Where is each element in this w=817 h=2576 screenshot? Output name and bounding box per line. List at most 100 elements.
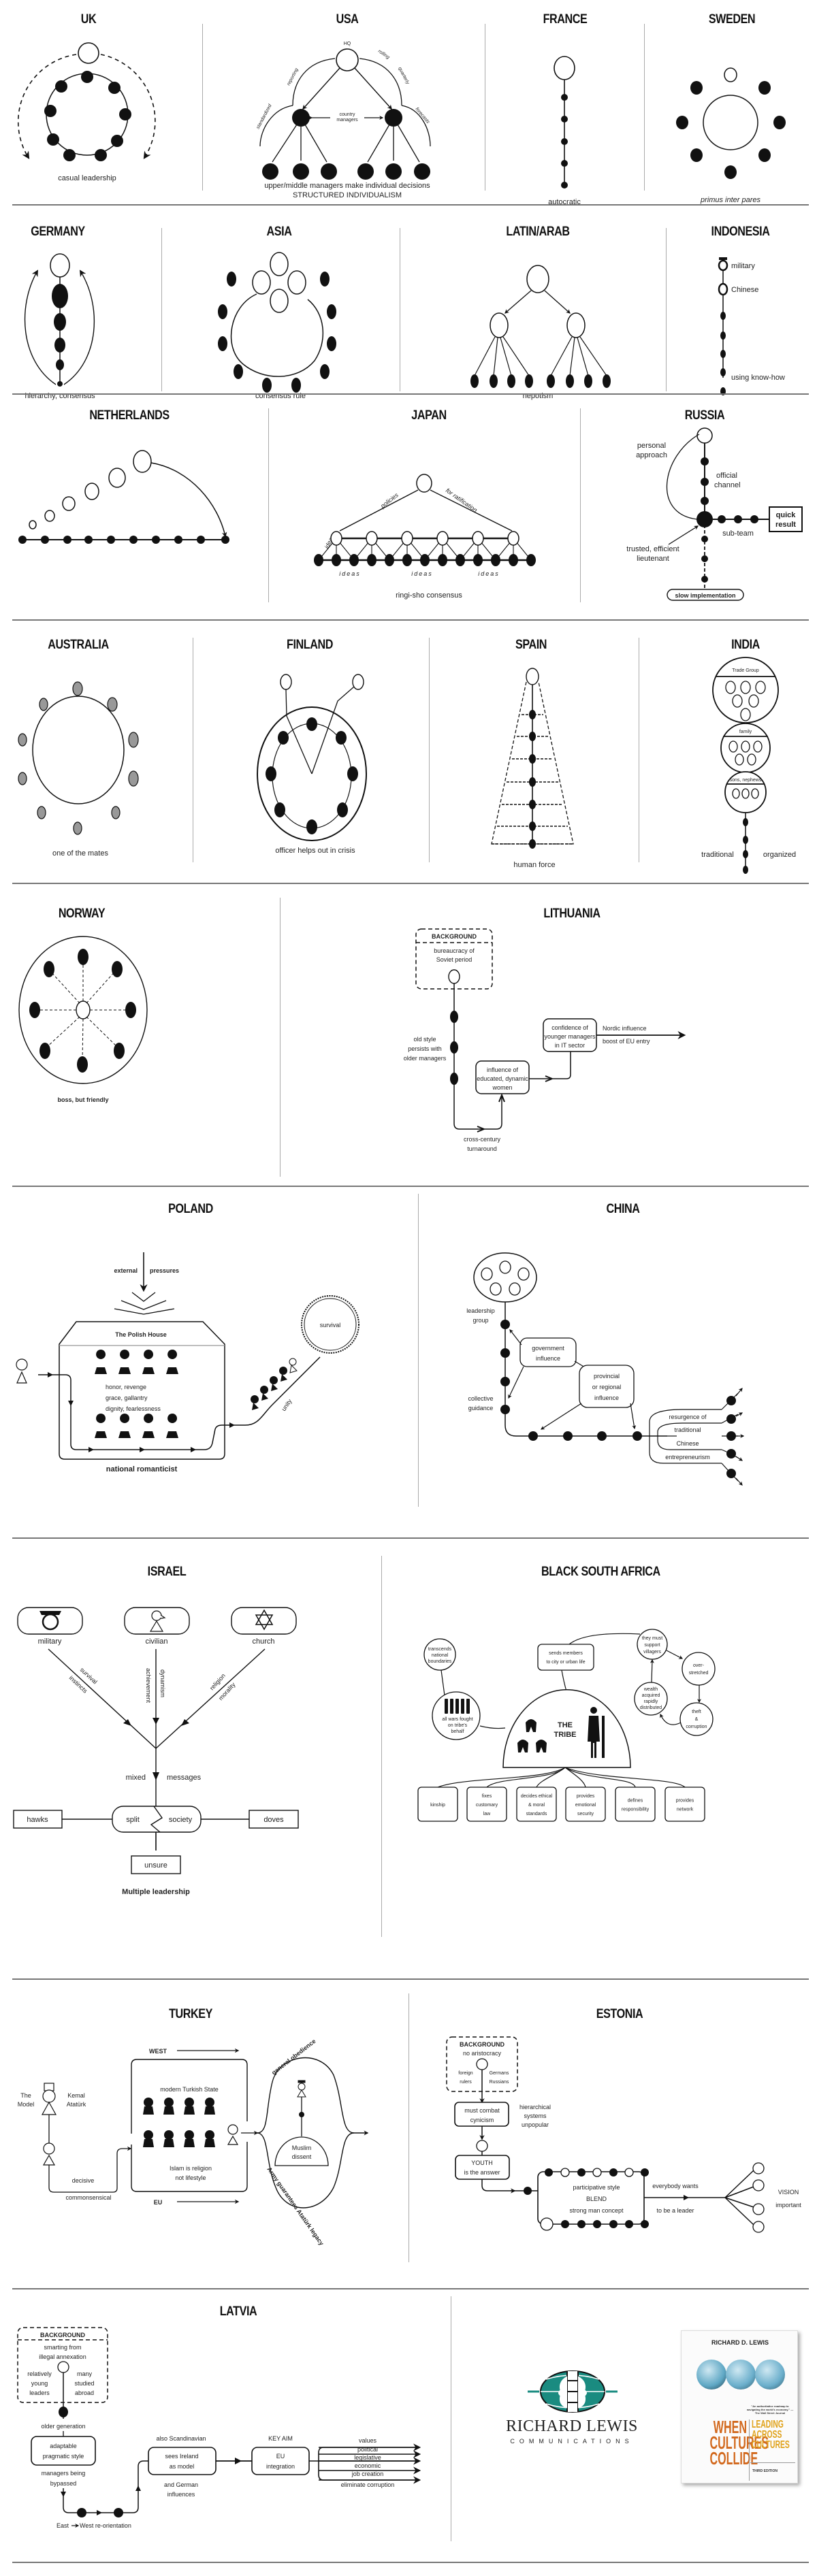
row-9: LATVIA BACKGROUND smarting from illegal … <box>0 2289 817 2575</box>
person-icon <box>42 2142 56 2166</box>
svg-text:influence: influence <box>594 1395 619 1401</box>
svg-text:older managers: older managers <box>404 1055 447 1062</box>
svg-text:rolling: rolling <box>377 49 390 61</box>
divider <box>408 1993 409 2262</box>
section-divider <box>12 393 809 395</box>
spain-title: SPAIN <box>515 638 547 652</box>
logo-name: RICHARD LEWIS <box>506 2417 638 2435</box>
svg-text:participative style: participative style <box>573 2184 620 2191</box>
turkey-diagram: The Model Kemal Atatürk decisive commons… <box>18 2038 369 2247</box>
svg-text:sons, nephews: sons, nephews <box>730 778 762 783</box>
svg-text:quick: quick <box>776 511 797 519</box>
tribe-function-label: emotional <box>575 1803 596 1808</box>
svg-text:Chinese: Chinese <box>731 286 758 294</box>
svg-text:managers being: managers being <box>42 2470 86 2477</box>
book-quote: "An authoritative roadmap to navigating … <box>746 2404 794 2415</box>
divider <box>268 408 269 602</box>
section-divider <box>12 204 809 206</box>
uk-diagram: casual leadership <box>17 42 156 182</box>
outcome-label: values <box>359 2437 377 2444</box>
svg-text:society: society <box>169 1816 193 1824</box>
svg-text:guidance: guidance <box>468 1405 494 1412</box>
svg-text:The: The <box>20 2092 31 2099</box>
tribe-function-label: decides ethical <box>521 1794 553 1799</box>
svg-text:everybody wants: everybody wants <box>652 2183 699 2189</box>
svg-text:women: women <box>492 1084 512 1091</box>
svg-text:BACKGROUND: BACKGROUND <box>460 2041 504 2048</box>
svg-text:honor, revenge: honor, revenge <box>106 1384 146 1390</box>
svg-text:&: & <box>695 1717 699 1722</box>
svg-text:as model: as model <box>170 2463 195 2470</box>
bsa-diagram: transcends national boundaries all wars … <box>417 1629 716 1822</box>
adaptable-style-box <box>31 2436 96 2466</box>
section-divider <box>12 619 809 621</box>
usa-title: USA <box>336 12 359 27</box>
svg-text:educated, dynamic: educated, dynamic <box>477 1075 528 1082</box>
svg-text:resurgence of: resurgence of <box>669 1414 707 1420</box>
svg-text:influence of: influence of <box>487 1066 519 1073</box>
tribe-function-label: responsibility <box>622 1808 650 1812</box>
usa-caption: upper/middle managers make individual de… <box>264 182 430 190</box>
lithuania-diagram: BACKGROUND bureaucracy of Soviet period … <box>404 928 686 1152</box>
row-4: AUSTRALIA one of the mates FINLAND offic… <box>0 621 817 879</box>
svg-text:stretched: stretched <box>689 1671 709 1676</box>
svg-text:turnaround: turnaround <box>467 1145 497 1152</box>
poland-caption: national romanticist <box>106 1465 178 1473</box>
indonesia-title: INDONESIA <box>711 225 770 239</box>
svg-text:quarterly: quarterly <box>397 67 410 86</box>
row-1: UK casual leadership USA HQ country mana… <box>0 0 817 206</box>
svg-text:acquired: acquired <box>642 1693 660 1698</box>
china-diagram: leadership group collective guidance gov… <box>466 1252 745 1486</box>
book-author: RICHARD D. LEWIS <box>711 2339 769 2346</box>
outcome-label: economic <box>355 2462 381 2469</box>
svg-text:unpopular: unpopular <box>522 2121 549 2128</box>
svg-text:not lifestyle: not lifestyle <box>175 2174 206 2181</box>
svg-text:WEST: WEST <box>149 2048 167 2055</box>
svg-text:VISION: VISION <box>778 2189 799 2196</box>
provincial-influence-box <box>579 1365 635 1408</box>
doves-box <box>249 1810 299 1829</box>
svg-text:ideas: ideas <box>339 570 361 577</box>
gov-influence-box <box>519 1337 577 1367</box>
quick-result-box <box>769 506 803 532</box>
svg-text:pressures: pressures <box>150 1267 179 1274</box>
svg-text:grace, gallantry: grace, gallantry <box>106 1395 148 1401</box>
svg-text:religion: religion <box>208 1672 227 1691</box>
latin-arab-diagram: nepotism <box>470 265 611 400</box>
estonia-diagram: BACKGROUND no aristocracy foreign rulers… <box>446 2036 801 2233</box>
svg-text:also Scandinavian: also Scandinavian <box>156 2435 206 2442</box>
china-title: CHINA <box>606 1202 640 1216</box>
svg-text:Army guarantees Atatürk legacy: Army guarantees Atatürk legacy <box>266 2166 325 2247</box>
svg-text:Muslim: Muslim <box>292 2145 312 2151</box>
svg-text:church: church <box>252 1637 274 1646</box>
asia-title: ASIA <box>266 225 292 239</box>
svg-text:distributed: distributed <box>640 1706 662 1710</box>
tribe-function-label: provides <box>577 1794 595 1799</box>
svg-text:they must: they must <box>642 1636 662 1641</box>
svg-text:systems: systems <box>524 2113 547 2119</box>
poland-people-bottom <box>95 1414 178 1438</box>
svg-text:on tribe's: on tribe's <box>448 1723 468 1728</box>
svg-text:Soviet period: Soviet period <box>436 956 472 963</box>
svg-text:civilian: civilian <box>145 1637 167 1646</box>
svg-text:smarting from: smarting from <box>44 2344 81 2351</box>
svg-text:survival: survival <box>320 1322 341 1328</box>
slow-implementation-box <box>667 589 744 601</box>
svg-text:Kemal: Kemal <box>67 2092 85 2099</box>
star-of-david-icon <box>255 1609 274 1631</box>
svg-text:organized: organized <box>763 851 796 859</box>
tribe-function-label: provides <box>676 1799 694 1804</box>
svg-text:bypassed: bypassed <box>50 2480 77 2487</box>
sweden-title: SWEDEN <box>708 12 756 27</box>
svg-text:East: East <box>57 2522 69 2529</box>
svg-text:military: military <box>731 262 755 270</box>
svg-text:Germans: Germans <box>490 2071 509 2076</box>
outcome-label: job creation <box>351 2471 384 2477</box>
svg-text:EU: EU <box>276 2453 285 2460</box>
muslim-dissent-dome <box>274 2136 329 2166</box>
svg-text:result: result <box>775 521 796 529</box>
latvia-title: LATVIA <box>219 2304 257 2319</box>
japan-caption: ringi-sho consensus <box>396 591 462 600</box>
women-box <box>475 1060 530 1094</box>
